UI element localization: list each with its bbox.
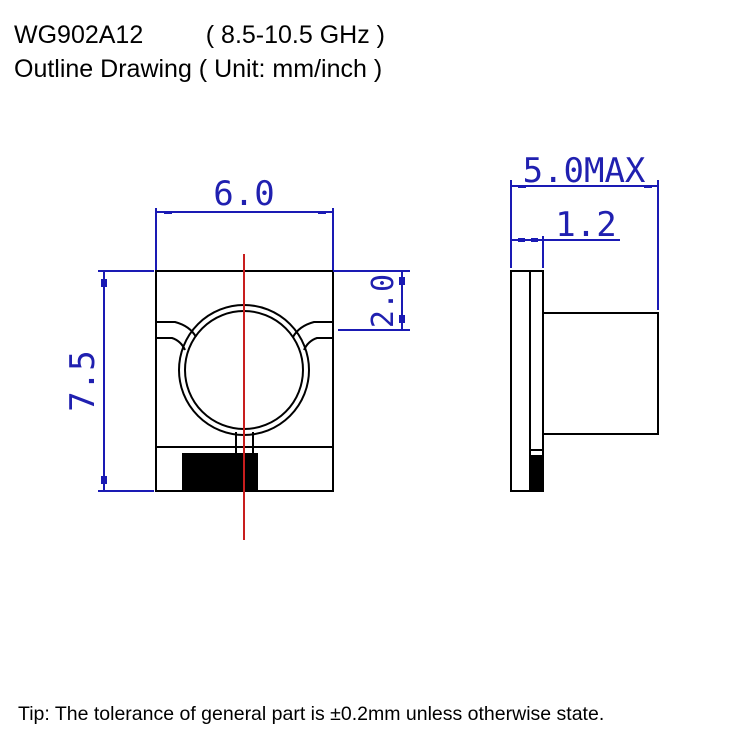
depth-dim-label: 5.0MAX (523, 151, 646, 191)
height-dimension (98, 270, 154, 492)
side-connector-block (531, 455, 542, 491)
right-branch-upper (292, 321, 333, 338)
depth-dimension (510, 180, 659, 310)
height-dim-label: 7.5 (63, 350, 103, 411)
frequency-range: ( 8.5-10.5 GHz ) (205, 21, 385, 49)
right-branch-lower (303, 337, 333, 351)
waveguide-body (542, 312, 659, 435)
flange-outer (510, 270, 531, 492)
flange-dim-label: 1.2 (555, 205, 616, 245)
left-branch-lower (156, 337, 186, 351)
offset-dim-label: 2.0 (366, 274, 401, 328)
drawing-subtitle: Outline Drawing ( Unit: mm/inch ) (14, 55, 383, 83)
front-connector-block (182, 453, 258, 491)
side-view (510, 270, 659, 492)
tolerance-tip: Tip: The tolerance of general part is ±0… (18, 703, 605, 725)
offset-dimension (333, 270, 410, 331)
flange-dimension (511, 236, 620, 268)
width-dim-label: 6.0 (213, 174, 274, 214)
model-number: WG902A12 (14, 21, 144, 49)
model-title: WG902A12 ( 8.5-10.5 GHz ) (14, 20, 385, 50)
left-branch-upper (156, 321, 197, 338)
width-dimension (155, 208, 334, 270)
